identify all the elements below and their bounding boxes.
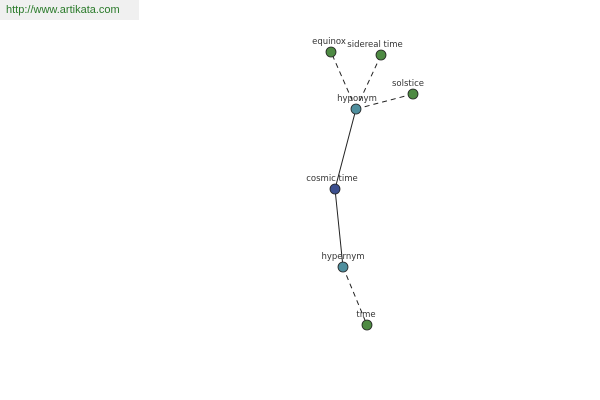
label-equinox: equinox — [312, 37, 346, 47]
edge-cosmic-time-hyponym — [334, 108, 357, 190]
edge-hyponym-equinox — [330, 51, 357, 110]
edge-cosmic-time-hypernym — [334, 188, 344, 268]
edge-hyponym-sidereal-time — [355, 54, 382, 110]
node-hypernym[interactable] — [337, 261, 349, 273]
url-banner: http://www.artikata.com — [0, 0, 139, 20]
node-sidereal-time[interactable] — [375, 49, 387, 61]
node-cosmic-time[interactable] — [329, 183, 341, 195]
label-solstice: solstice — [392, 79, 424, 89]
node-equinox[interactable] — [325, 46, 337, 58]
node-hyponym[interactable] — [350, 103, 362, 115]
edge-hyponym-solstice — [355, 93, 414, 110]
label-sidereal-time: sidereal time — [347, 40, 402, 50]
label-hyponym: hyponym — [337, 94, 377, 104]
node-time[interactable] — [361, 319, 373, 331]
label-hypernym: hypernym — [321, 252, 364, 262]
label-cosmic-time: cosmic time — [306, 174, 358, 184]
edge-hypernym-time — [342, 266, 368, 326]
node-solstice[interactable] — [407, 88, 419, 100]
source-link[interactable]: http://www.artikata.com — [6, 4, 120, 16]
label-time: time — [356, 310, 375, 320]
